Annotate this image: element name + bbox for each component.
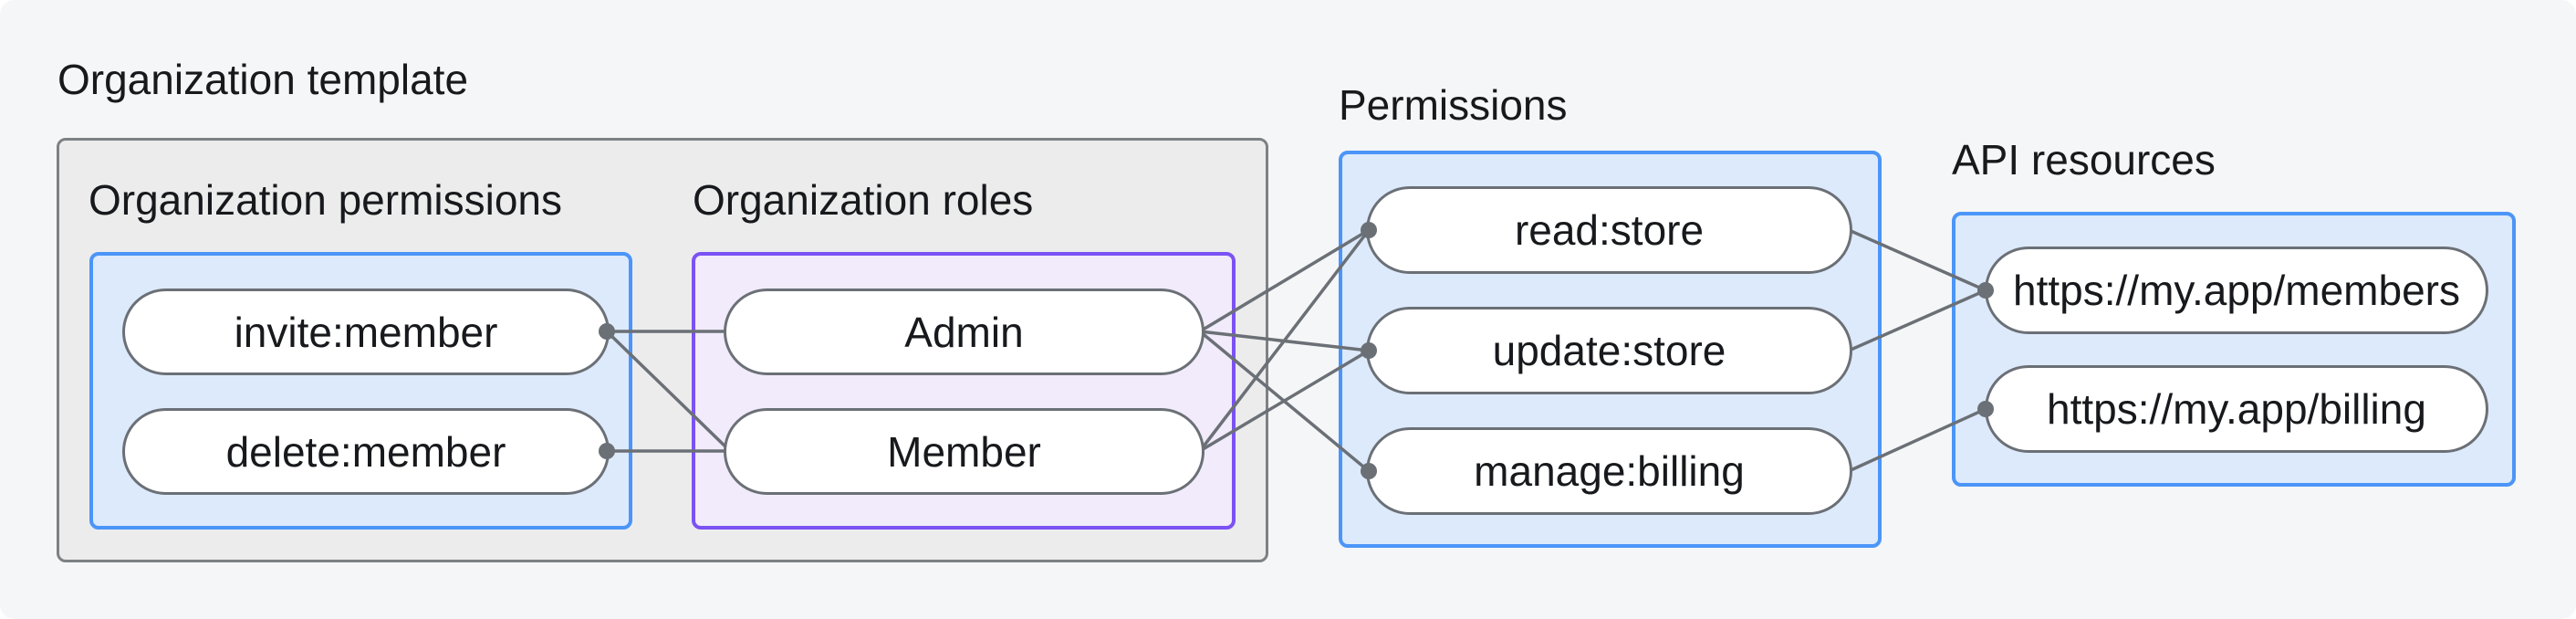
- organization-roles-label: Organization roles: [693, 176, 1034, 224]
- permissions-label: Permissions: [1339, 81, 1568, 129]
- organization-template-label: Organization template: [57, 56, 469, 103]
- node-delete-member: delete:member: [122, 408, 610, 495]
- node-members-url: https://my.app/members: [1985, 247, 2488, 334]
- organization-permissions-label: Organization permissions: [89, 176, 563, 224]
- node-read-store: read:store: [1366, 186, 1852, 274]
- api-resources-label: API resources: [1952, 136, 2216, 184]
- node-invite-member: invite:member: [122, 289, 610, 375]
- node-admin: Admin: [724, 289, 1205, 375]
- node-manage-billing: manage:billing: [1366, 427, 1852, 515]
- node-update-store: update:store: [1366, 307, 1852, 394]
- node-billing-url: https://my.app/billing: [1985, 365, 2488, 453]
- node-member: Member: [724, 408, 1205, 495]
